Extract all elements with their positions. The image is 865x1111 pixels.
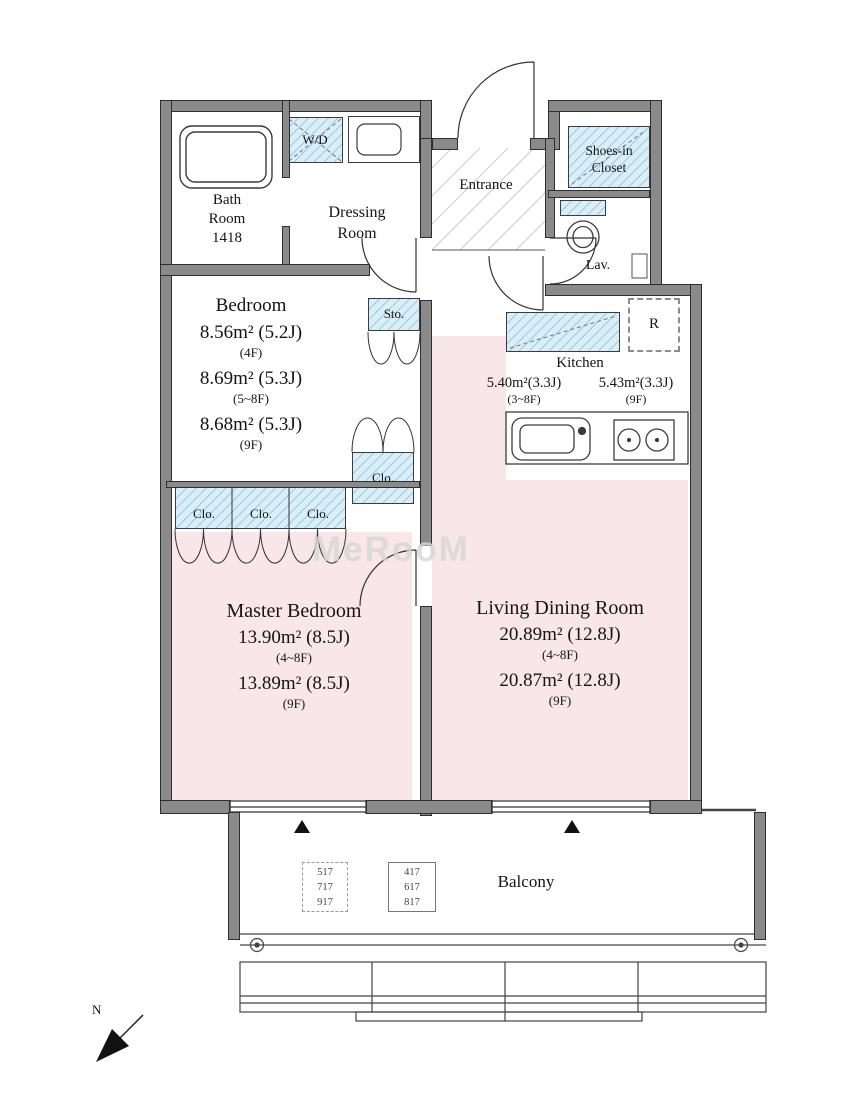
storage-box [368,298,420,331]
balcony-railing [239,808,767,1022]
master-bedroom-floor [172,532,412,800]
front-door-swing [457,61,535,139]
bedroom-area-9f: 8.68m² (5.3J) [199,413,303,435]
bath-room-label: Bath Room 1418 [208,192,246,246]
master-door-swing [359,549,417,607]
washer-dryer-label: W/D [302,132,328,147]
closet-label: Clo. [306,506,330,521]
wall [545,284,702,296]
bedroom-floor-4f: (4F) [239,344,263,360]
entrance-label: Entrance [459,177,513,193]
living-dining-floor-4-8f: (4~8F) [542,646,578,662]
wall [432,138,458,150]
living-dining-area-4-8f: 20.89m² (12.8J) [499,624,621,645]
lavatory-label: Lav. [585,258,611,273]
toilet-icon [566,220,600,254]
unit-numbers-dashed: 517 717 917 [302,862,348,912]
kitchen-info: Kitchen 5.40m²(3.3J) (3~8F) 5.43m²(3.3J)… [468,355,692,408]
kitchen-area-3-8f: 5.40m²(3.3J) [486,375,562,391]
kitchen-name: Kitchen [556,355,604,371]
wall [548,100,662,112]
dashed-detail-lines [288,118,647,349]
marker-triangle-icons [294,820,580,833]
closet-row-box [175,487,346,529]
living-dining-area-9f: 20.87m² (12.8J) [499,670,621,691]
living-door-swing [488,255,544,311]
compass-icon [96,1014,144,1062]
toilet-tank [560,200,606,216]
shoes-in-closet-box [568,126,650,188]
living-dining-name: Living Dining Room [476,597,644,619]
entrance-tile-hatch [431,147,546,251]
lav-door-swing [549,237,597,285]
closet-label: Clo. [249,506,273,521]
bedroom-floor-9f: (9F) [239,436,263,452]
dressing-door-swing [361,237,417,293]
door-swing-icons [359,61,597,607]
dressing-room-label: Dressing Room [328,204,386,242]
master-bedroom-info: Master Bedroom 13.90m² (8.5J) (4~8F) 13.… [227,599,362,718]
refrigerator-space [628,298,680,352]
closet-right-box [352,452,414,504]
watermark: MeRooM [312,530,470,569]
living-dining-info: Living Dining Room 20.89m² (12.8J) (4~8F… [476,596,644,715]
bedroom-info: Bedroom 8.56m² (5.2J) (4F) 8.69m² (5.3J)… [200,295,302,459]
bedroom-area-5-8f: 8.69m² (5.3J) [199,367,303,389]
closet-label: Clo. [192,506,216,521]
washbasin-icon [356,123,402,156]
wall [650,800,702,814]
wall [160,264,370,276]
wall [420,606,432,816]
master-bedroom-floor-4-8f: (4~8F) [276,649,312,665]
wall [228,812,240,940]
storage-label: Sto. [383,306,405,321]
stove-icon [613,419,675,461]
bifold-door-icons [174,331,421,564]
wall [420,138,432,238]
master-bedroom-area-9f: 13.89m² (8.5J) [238,673,350,694]
wall [545,138,555,238]
master-bedroom-area-4-8f: 13.90m² (8.5J) [238,627,350,648]
wall [420,300,432,546]
kitchen-floor-3-8f: (3~8F) [507,392,541,407]
shoes-in-closet-label: Shoes-in Closet [585,143,633,175]
bedroom-name: Bedroom [215,295,287,316]
wall [166,481,420,488]
drain-icon [733,937,749,953]
wall [160,100,432,112]
kitchen-area-9f: 5.43m²(3.3J) [598,375,674,391]
kitchen-counter-top [506,312,620,352]
lav-fixture [631,253,648,279]
master-bedroom-name: Master Bedroom [226,600,362,622]
wall [366,800,492,814]
kitchen-floor-9f: (9F) [625,392,647,407]
bedroom-area-4f: 8.56m² (5.2J) [199,321,303,343]
wall [160,800,230,814]
wall [282,100,290,178]
wall [160,100,172,814]
bedroom-floor-5-8f: (5~8F) [233,390,269,406]
wall [754,812,766,940]
unit-numbers-solid: 417 617 817 [388,862,436,912]
bathtub-icon [179,125,273,189]
living-dining-floor-upper [432,336,506,482]
wall [548,190,650,198]
balcony-label: Balcony [497,872,555,891]
refrigerator-label: R [648,316,660,332]
living-dining-floor [432,480,688,800]
drain-icon [249,937,265,953]
closet-label: Clo. [371,470,395,485]
master-bedroom-floor-9f: (9F) [282,695,306,711]
living-dining-floor-9f: (9F) [548,692,572,708]
compass-north-label: N [92,1002,102,1017]
wall [650,100,662,296]
